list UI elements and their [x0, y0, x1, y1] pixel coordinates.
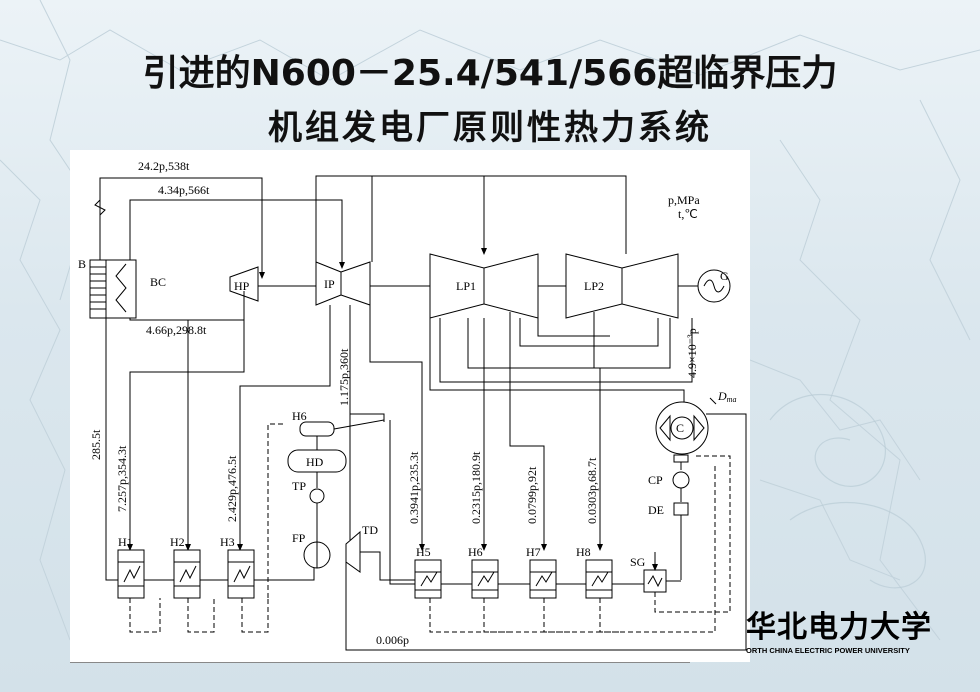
label-ex-h5: 0.3941p,235.3t — [407, 451, 421, 524]
label-boiler-b: B — [78, 257, 86, 271]
page-title: 引进的N600－25.4/541/566超临界压力 — [142, 53, 838, 94]
thermal-system-diagram: 24.2p,538t 4.34p,566t p,MPa t,℃ B BC HP … — [70, 150, 750, 662]
tp-pump — [309, 488, 325, 504]
ip-turbine-2 — [340, 261, 371, 306]
label-ex-h8: 0.0303p,68.7t — [585, 457, 599, 524]
bottom-rule — [70, 662, 690, 663]
boiler-grid — [90, 266, 106, 310]
condenser-inner — [670, 416, 694, 440]
label-ex-h1b: 7.257p,354.3t — [115, 445, 129, 512]
heater-group-hp — [117, 549, 255, 599]
label-hp: HP — [234, 279, 250, 293]
label-heater-h6: H6 — [468, 545, 483, 559]
label-cp: CP — [648, 473, 663, 487]
label-dma: Dma — [717, 389, 736, 404]
boiler-coil — [115, 263, 127, 313]
label-ex-h1: 285.5t — [89, 429, 103, 460]
lp2-turbine-2 — [621, 253, 679, 319]
de-unit — [673, 502, 689, 516]
label-reheat: 4.34p,566t — [158, 183, 210, 197]
lp1-turbine-2 — [483, 253, 539, 319]
diagram-svg: 24.2p,538t 4.34p,566t p,MPa t,℃ B BC HP … — [78, 159, 747, 651]
label-heater-h3: H3 — [220, 535, 235, 549]
steam-break — [94, 199, 106, 216]
label-heater-h2: H2 — [170, 535, 185, 549]
boiler-bc — [105, 259, 137, 319]
label-lp2: LP2 — [584, 279, 604, 293]
label-cold-reheat: 4.66p,298.8t — [146, 323, 207, 337]
label-heater-h5: H5 — [416, 545, 431, 559]
cp-pump — [672, 471, 690, 489]
td-turbine — [345, 530, 361, 573]
label-units-p: p,MPa — [668, 193, 700, 207]
label-units-t: t,℃ — [678, 207, 698, 221]
logo-subtext: ORTH CHINA ELECTRIC POWER UNIVERSITY — [746, 646, 910, 655]
label-td-exhaust: 0.006p — [376, 633, 409, 647]
label-h6-deaerator: H6 — [292, 409, 307, 423]
label-fp: FP — [292, 531, 306, 545]
label-hd: HD — [306, 455, 324, 469]
label-condenser: C — [676, 421, 684, 435]
label-sg: SG — [630, 555, 646, 569]
label-generator: G — [720, 269, 729, 283]
hp-turbine — [229, 266, 259, 302]
page-subtitle: 机组发电厂原则性热力系统 — [268, 108, 712, 148]
label-tp: TP — [292, 479, 306, 493]
label-td: TD — [362, 523, 378, 537]
generator-wave — [703, 279, 725, 293]
cold-reheat-line — [129, 291, 245, 321]
label-ex-h7: 0.0799p,92t — [525, 466, 539, 524]
label-de: DE — [648, 503, 664, 517]
deaerator-h6 — [299, 421, 335, 437]
label-ip-exhaust: 1.175p,360t — [337, 348, 351, 406]
label-heater-h7: H7 — [526, 545, 541, 559]
label-ex-h3: 2.429p,476.5t — [225, 455, 239, 522]
university-logo: 华北电力大学 ORTH CHINA ELECTRIC POWER UNIVERS… — [746, 602, 931, 662]
label-lp-exhaust: 4.9×10⁻³p — [685, 328, 699, 378]
label-heater-h8: H8 — [576, 545, 591, 559]
reheat-line — [129, 199, 345, 269]
label-heater-h1: H1 — [118, 535, 133, 549]
crossover-pipe — [315, 175, 627, 270]
label-ex-h6: 0.2315p,180.9t — [469, 451, 483, 524]
main-steam-line — [99, 177, 265, 279]
label-lp1: LP1 — [456, 279, 476, 293]
label-boiler-bc: BC — [150, 275, 166, 289]
label-ip: IP — [324, 277, 335, 291]
label-main-steam: 24.2p,538t — [138, 159, 190, 173]
heater-group-lp — [414, 559, 613, 599]
logo-text: 华北电力大学 — [746, 610, 932, 645]
